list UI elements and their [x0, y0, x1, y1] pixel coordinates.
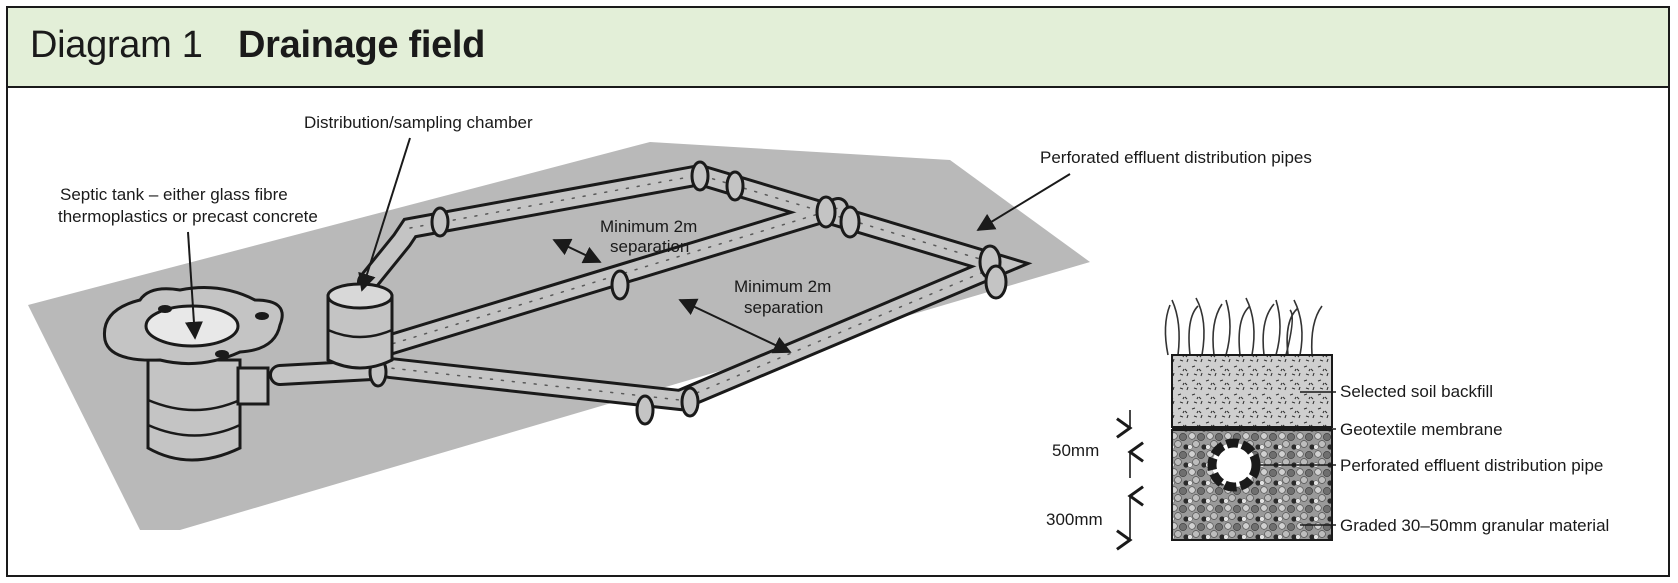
- pipes-leader: [976, 173, 1071, 231]
- layer-label-gravel: Graded 30–50mm granular material: [1340, 516, 1609, 535]
- layer-label-geotextile: Geotextile membrane: [1340, 420, 1503, 439]
- distribution-chamber: [326, 282, 394, 370]
- pipe-joint: [430, 206, 450, 238]
- dimension-50mm-label: 50mm: [1052, 441, 1099, 460]
- pipe-network: [269, 160, 1033, 426]
- pipe-joint: [984, 264, 1008, 300]
- layer-label-soil: Selected soil backfill: [1340, 382, 1493, 401]
- separation-label-2: Minimum 2m: [734, 277, 831, 296]
- trench-cross-section: [1164, 297, 1333, 541]
- separation-label-1: Minimum 2m: [600, 217, 697, 236]
- dimension-300mm: 300mm: [1046, 485, 1144, 551]
- dimension-300mm-label: 300mm: [1046, 510, 1103, 529]
- pipe-joint: [680, 386, 700, 418]
- separation-arrow-1: [552, 238, 602, 264]
- pipe-joint: [839, 205, 861, 239]
- soil-backfill-layer: [1171, 354, 1333, 428]
- separation-label-2b: separation: [744, 298, 823, 317]
- layer-label-pipe: Perforated effluent distribution pipe: [1340, 456, 1603, 475]
- header-band: Diagram 1 Drainage field: [8, 8, 1668, 88]
- chamber-label: Distribution/sampling chamber: [304, 113, 533, 132]
- pipes-label: Perforated effluent distribution pipes: [1040, 148, 1312, 167]
- septic-tank-label-2: thermoplastics or precast concrete: [58, 207, 318, 226]
- separation-arrow-2: [678, 298, 792, 354]
- ground-plane: [28, 142, 1090, 530]
- pipe-joint: [815, 195, 837, 229]
- distribution-pipe-section: [1207, 438, 1261, 492]
- pipe-joint: [635, 394, 655, 426]
- septic-tank-label: Septic tank – either glass fibre: [60, 185, 288, 204]
- pipe-joint: [725, 170, 745, 202]
- diagram-number: Diagram 1: [30, 24, 203, 66]
- grass: [1164, 297, 1323, 356]
- septic-tank-leader: [184, 231, 203, 340]
- diagram-title: Drainage field: [238, 24, 486, 66]
- separation-label-1b: separation: [610, 237, 689, 256]
- dimension-50mm: 50mm: [1052, 410, 1144, 478]
- pipe-joint: [690, 160, 710, 192]
- chamber-leader: [358, 137, 411, 292]
- pipe-joint: [610, 269, 630, 301]
